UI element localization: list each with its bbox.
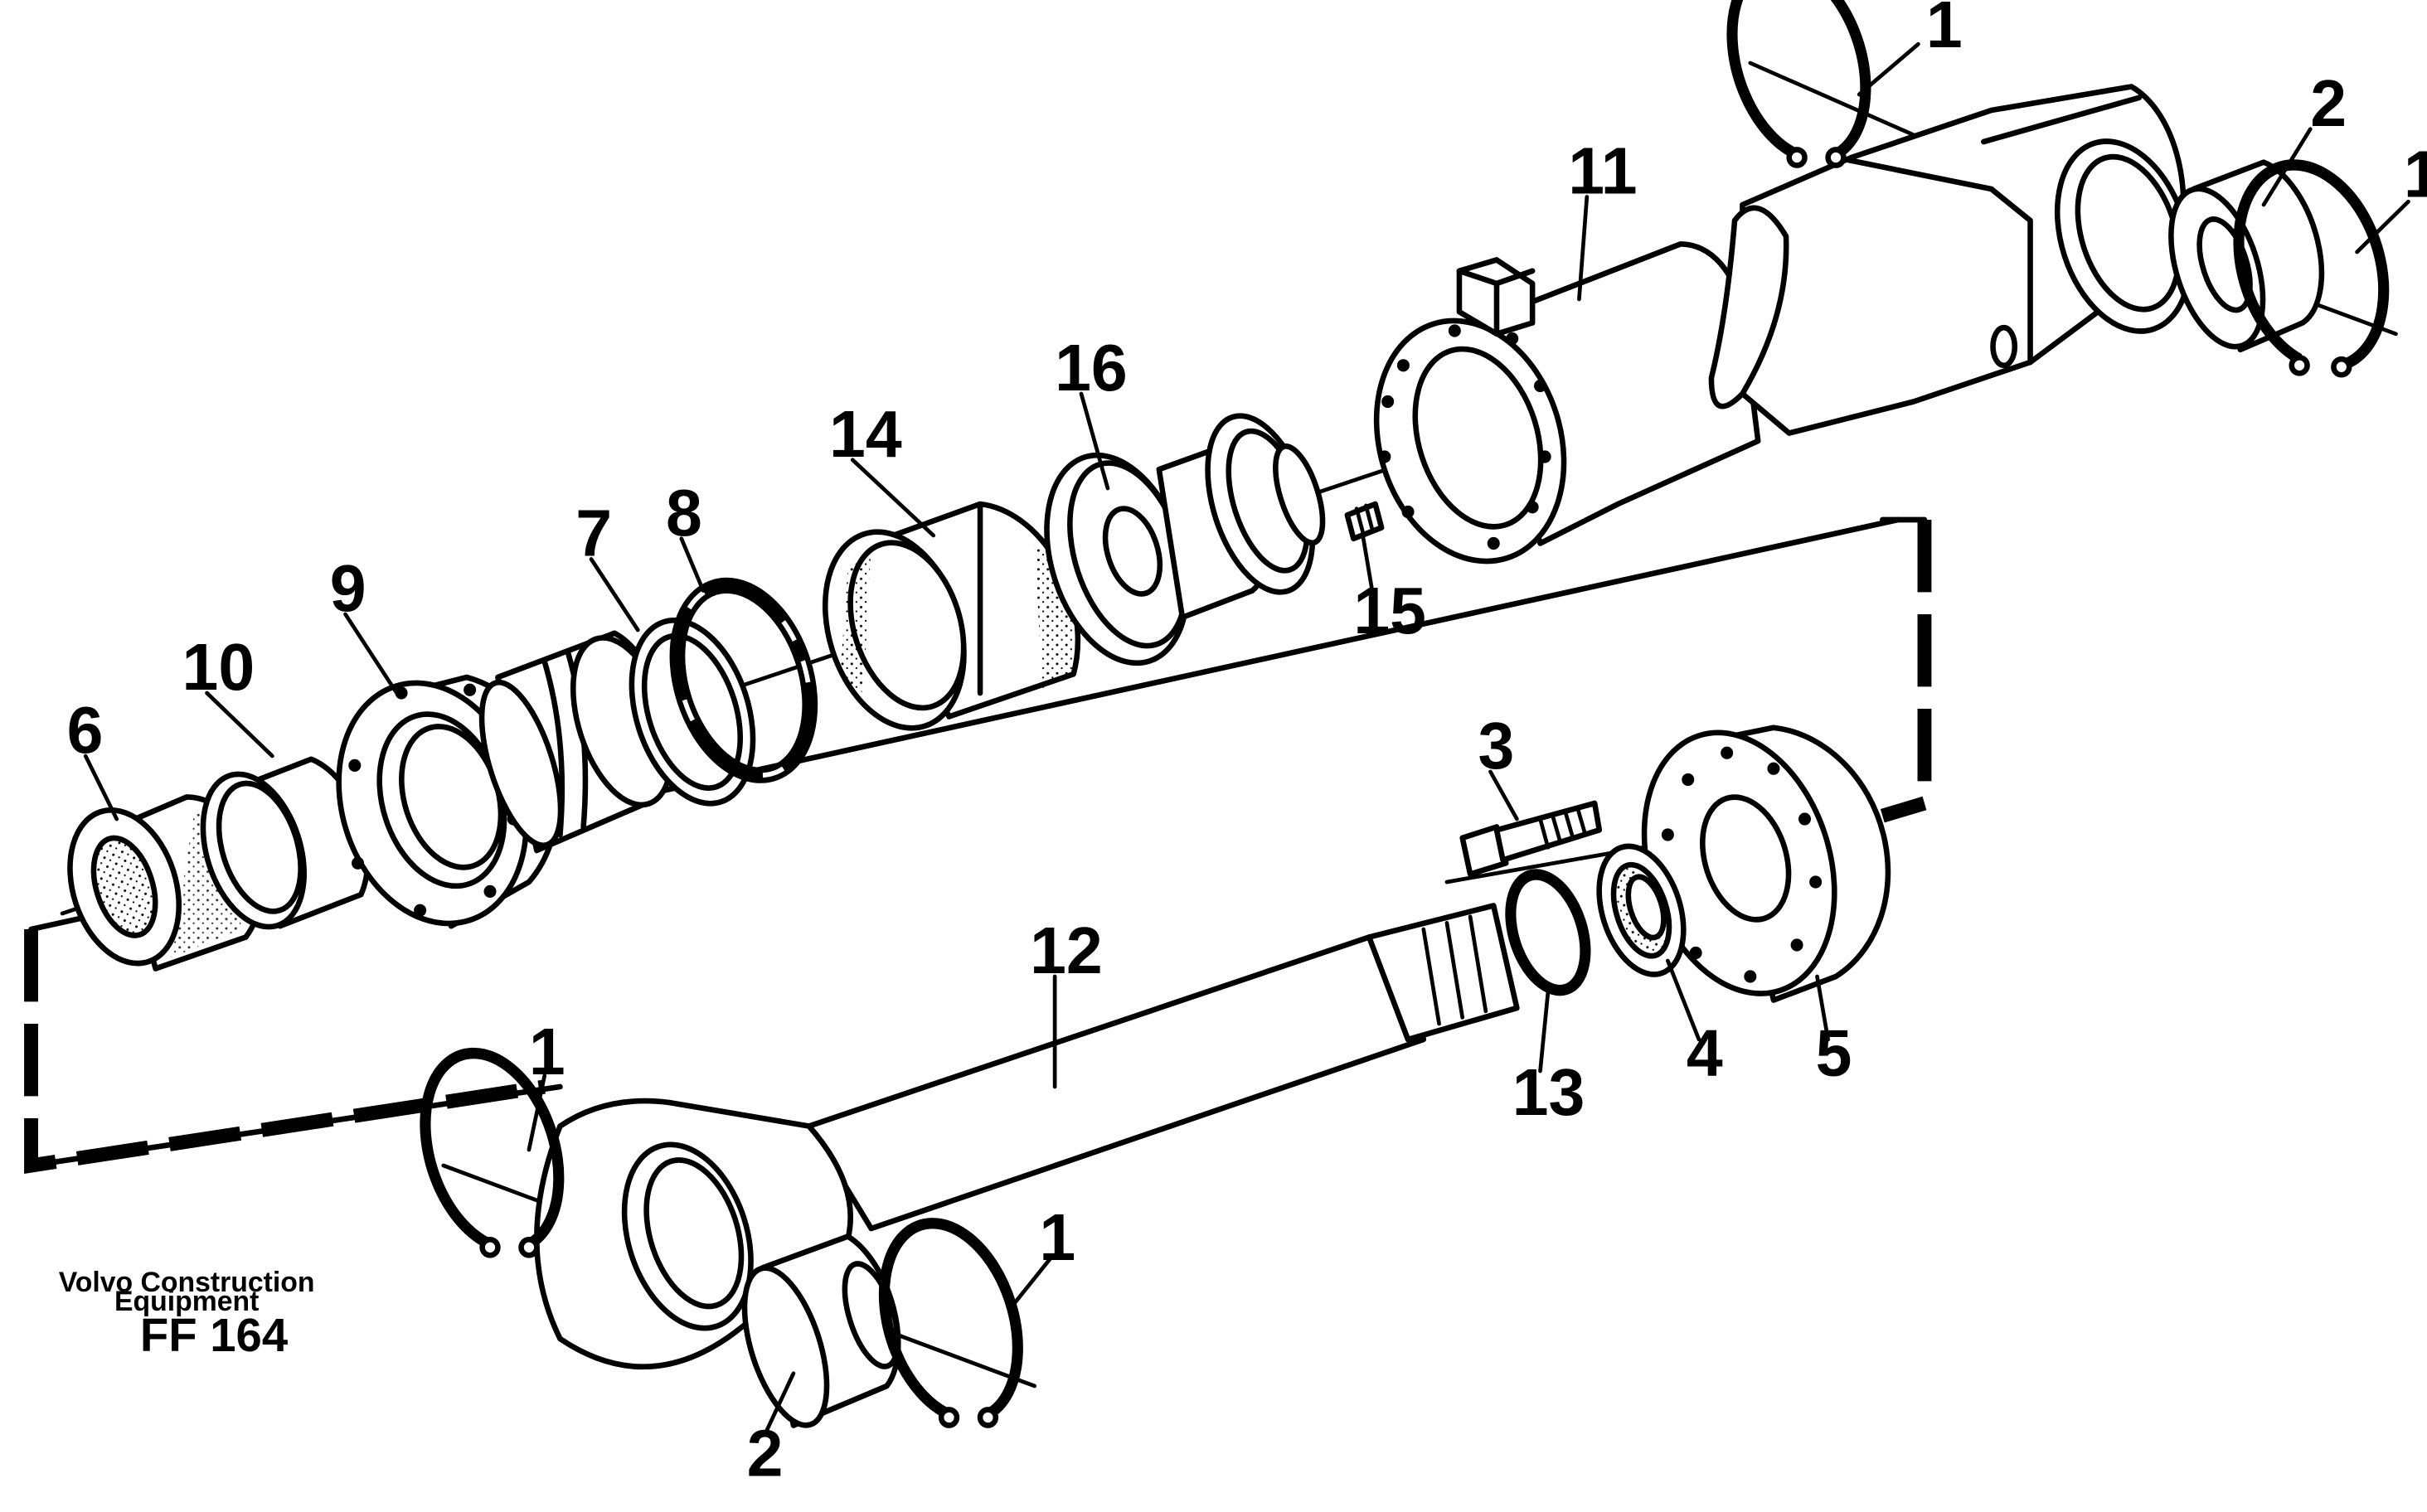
part-1-circlip-bottom-left [420,1047,565,1258]
part-3-bolt [1459,800,1603,877]
brand-line-2: Equipment [114,1286,259,1317]
callout-5: 5 [1816,1015,1852,1090]
part-8-seal-ring [669,577,818,783]
piston-spool [1156,413,1326,621]
part-6-bearing [67,794,264,972]
callout-1-top: 1 [1926,0,1963,61]
callout-4: 4 [1687,1015,1723,1090]
callout-6: 6 [67,693,104,768]
part-4-seal [1596,843,1687,977]
leader-lines [83,41,2410,1436]
callout-16: 16 [1055,331,1128,405]
part-12-piston-rod [534,903,1520,1369]
part-1-circlip-top [1726,0,1871,168]
callout-7: 7 [575,496,612,570]
figure-caption: Volvo Construction Equipment FF 164 [59,1267,315,1362]
callout-1-bottom-left: 1 [529,1014,565,1088]
part-2-bushing-bottom [741,1233,901,1428]
part-1-circlip-bottom-right [878,1218,1023,1428]
part-1-circlip-top-right [2233,159,2390,378]
callout-1-top-right: 1 [2404,137,2427,211]
callout-8: 8 [666,476,702,550]
callout-3: 3 [1478,709,1514,783]
part-5-end-cap [1641,724,1891,1003]
callout-2-bottom: 2 [747,1416,784,1490]
callout-12: 12 [1030,914,1103,988]
callout-2-top: 2 [2310,66,2347,141]
part-7-piston [478,618,756,854]
part-15-nipple [1344,501,1385,542]
callout-14: 14 [829,397,902,472]
callout-1-bottom-right: 1 [1039,1200,1075,1275]
callout-15: 15 [1353,573,1426,647]
callout-9: 9 [330,551,366,626]
part-11-cylinder-tube [1373,84,2193,565]
brand-line-1: Volvo Construction [59,1267,315,1298]
callout-labels: 1 2 1 11 16 14 8 7 9 10 6 15 3 12 13 4 5… [67,0,2427,1490]
part-13-o-ring [1505,869,1591,996]
callout-11: 11 [1568,133,1637,208]
callout-10: 10 [182,630,255,705]
figure-code: FF 164 [140,1310,289,1362]
callout-13: 13 [1512,1055,1585,1130]
